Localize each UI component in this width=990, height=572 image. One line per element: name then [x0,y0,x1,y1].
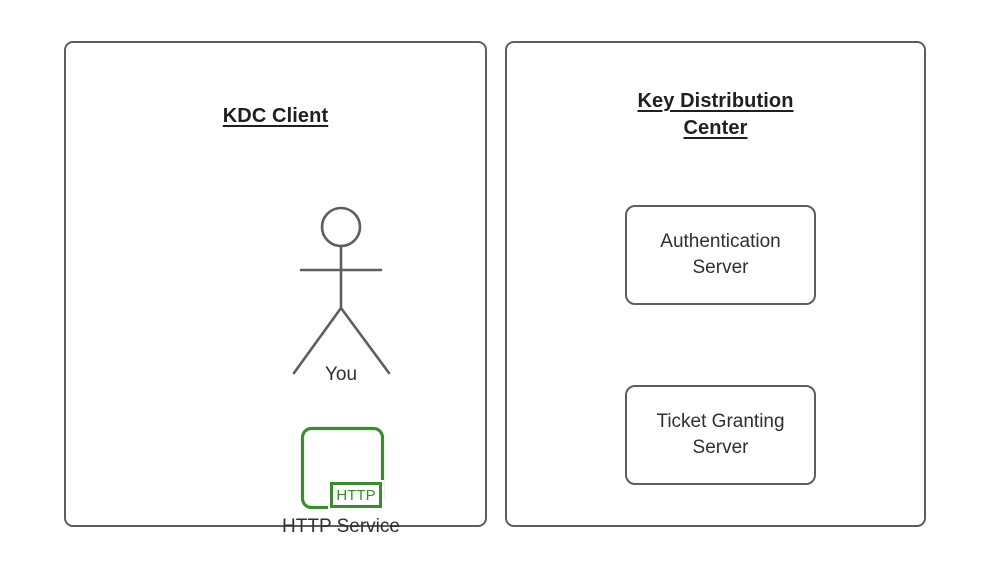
authentication-server-label: Authentication Server [660,231,781,278]
ticket-granting-server-box[interactable]: Ticket Granting Server [625,385,816,485]
ticket-granting-server-label: Ticket Granting Server [656,411,785,458]
actor-you-label: You [324,364,358,385]
panel-kdc-client-title: KDC Client [222,105,329,127]
http-service-icon: HTTP [300,426,385,510]
http-badge-text: HTTP [336,487,375,504]
actor-you-node[interactable]: You [256,198,426,398]
authentication-server-box[interactable]: Authentication Server [625,205,816,305]
http-service-label: HTTP Service [282,516,400,537]
http-service-node[interactable]: HTTP HTTP Service [256,421,426,541]
stick-figure-icon [292,206,391,375]
panel-kdc-title: Key Distribution Center [637,90,794,139]
panel-kdc-client[interactable]: KDC Client You [64,41,487,537]
